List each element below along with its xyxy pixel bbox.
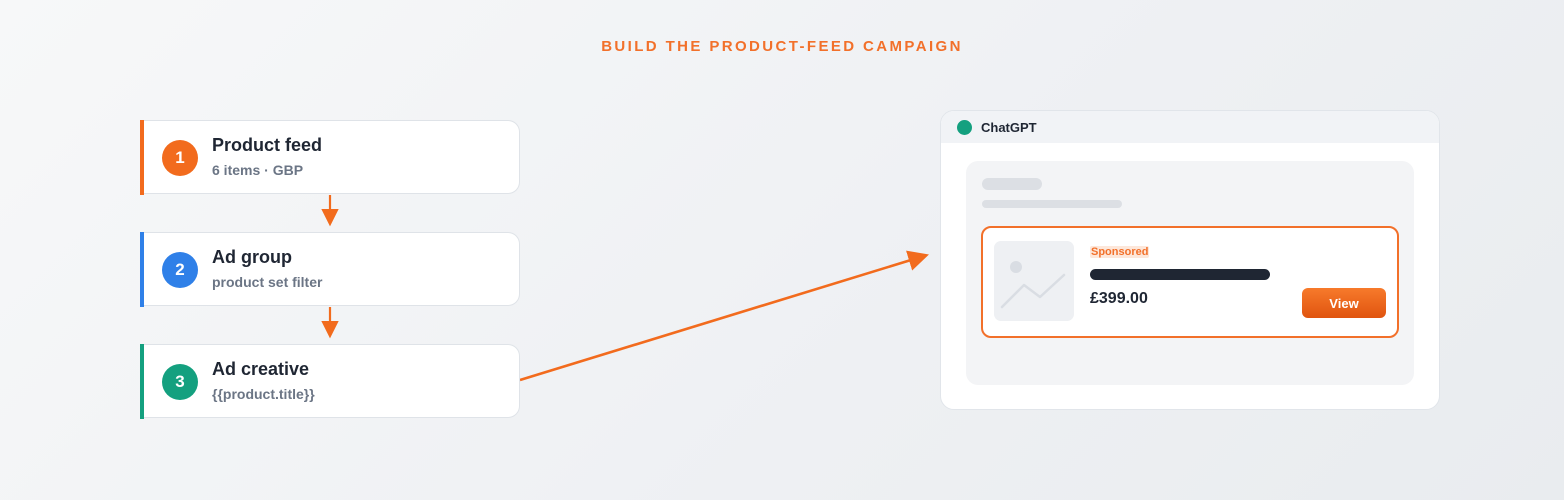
- step-title: Ad creative: [212, 359, 310, 379]
- view-button[interactable]: View: [1302, 288, 1386, 318]
- step-card-product-feed: 1 Product feed 6 items · GBP: [140, 119, 520, 195]
- step-accent-bar: [140, 119, 144, 195]
- step-card-ad-group: 2 Ad group product set filter: [140, 231, 520, 307]
- step-card-ad-creative: 3 Ad creative {{product.title}}: [140, 343, 520, 419]
- step-subtitle: product set filter: [212, 274, 323, 290]
- chatgpt-logo-icon: [957, 120, 972, 135]
- product-title-placeholder: [1090, 269, 1270, 280]
- image-placeholder-icon: [994, 241, 1074, 321]
- arrow-creative-to-preview: [519, 250, 929, 382]
- diagram-title: BUILD THE PRODUCT-FEED CAMPAIGN: [601, 38, 963, 55]
- step-number-badge: 3: [162, 364, 198, 400]
- step-title: Ad group: [212, 247, 292, 267]
- chat-preview-window: ChatGPT Sponsored £399.00 View: [940, 110, 1440, 410]
- step-accent-bar: [140, 231, 144, 307]
- skeleton-line: [982, 200, 1122, 208]
- sponsored-label: Sponsored: [1090, 246, 1150, 258]
- step-subtitle: 6 items · GBP: [212, 162, 304, 178]
- preview-header: ChatGPT: [941, 111, 1439, 143]
- step-number-badge: 1: [162, 140, 198, 176]
- skeleton-line: [982, 178, 1042, 190]
- product-price: £399.00: [1090, 290, 1148, 307]
- sponsored-product-card[interactable]: Sponsored £399.00 View: [981, 226, 1399, 338]
- app-name: ChatGPT: [981, 120, 1037, 135]
- step-title: Product feed: [212, 135, 323, 155]
- step-number-badge: 2: [162, 252, 198, 288]
- chat-message-panel: Sponsored £399.00 View: [966, 161, 1414, 385]
- step-subtitle: {{product.title}}: [212, 386, 315, 402]
- step-accent-bar: [140, 343, 144, 419]
